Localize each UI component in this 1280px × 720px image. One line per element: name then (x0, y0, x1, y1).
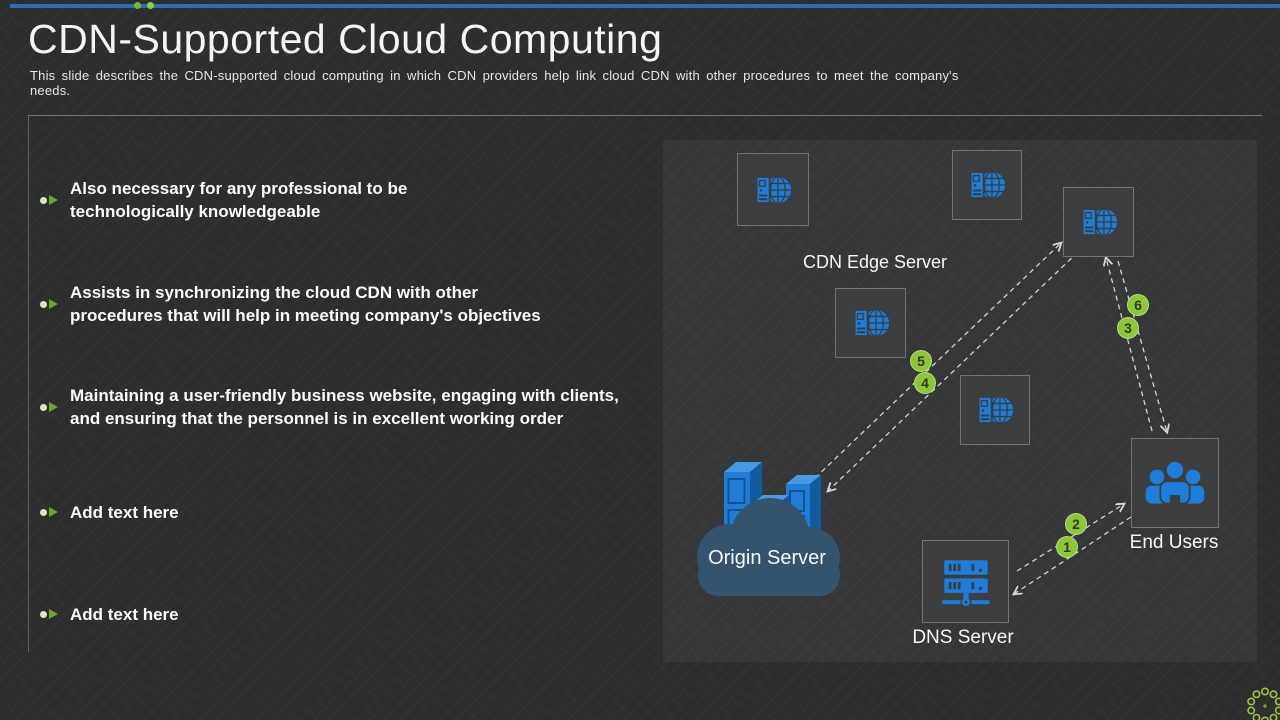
globe-server-icon (964, 162, 1010, 208)
content-frame-hline (28, 115, 1262, 116)
cdn-edge-node (835, 288, 906, 358)
cdn-edge-node (960, 375, 1030, 445)
bullet-marker-icon (40, 402, 70, 412)
cdn-edge-node (737, 153, 809, 226)
step-badge: 4 (914, 372, 936, 394)
accent-dot-icon (147, 2, 154, 9)
bullet-text: Also necessary for any professional to b… (70, 179, 408, 221)
step-badge: 2 (1065, 513, 1087, 535)
bullet-item: Add text here (40, 598, 640, 630)
bullet-marker-icon (40, 299, 70, 309)
top-accent-bar (10, 4, 1280, 8)
step-badge: 3 (1117, 317, 1139, 339)
globe-server-icon (848, 300, 894, 346)
users-group-icon (1144, 457, 1206, 509)
globe-server-icon (972, 387, 1018, 433)
step-badge: 1 (1056, 536, 1078, 558)
dns-server-node (922, 540, 1009, 623)
bullet-text: Add text here (70, 502, 179, 522)
diagram-panel: CDN Edge Server End Users DNS Server (663, 140, 1257, 662)
bullet-item: Assists in synchronizing the cloud CDN w… (40, 276, 640, 332)
bullet-marker-icon (40, 507, 70, 517)
bullet-item: Also necessary for any professional to b… (40, 172, 640, 228)
cdn-edge-node (1063, 187, 1134, 257)
bullet-marker-icon (40, 609, 70, 619)
cdn-edge-node (952, 150, 1022, 220)
decor-dotted-ring-icon (1247, 687, 1280, 720)
bullet-item: Maintaining a user-friendly business web… (40, 379, 640, 435)
origin-server-icon (697, 462, 840, 596)
bullet-item: Add text here (40, 496, 640, 528)
dns-server-icon (937, 553, 995, 611)
bullet-marker-icon (40, 195, 70, 205)
globe-server-icon (750, 167, 796, 213)
page-subtitle: This slide describes the CDN-supported c… (30, 68, 959, 98)
bullet-text: Maintaining a user-friendly business web… (70, 386, 619, 428)
end-users-node (1131, 438, 1219, 528)
page-title: CDN-Supported Cloud Computing (28, 16, 663, 62)
accent-dot-icon (134, 2, 141, 9)
step-badge: 5 (910, 350, 932, 372)
bullet-text: Assists in synchronizing the cloud CDN w… (70, 283, 541, 325)
step-badge: 6 (1127, 294, 1149, 316)
content-frame-vline (28, 115, 29, 652)
end-users-label: End Users (1129, 532, 1219, 553)
origin-server-label: Origin Server (708, 547, 826, 569)
bullet-text: Add text here (70, 604, 179, 624)
globe-server-icon (1076, 199, 1122, 245)
cdn-edge-server-label: CDN Edge Server (802, 252, 948, 272)
dns-server-label: DNS Server (912, 627, 1014, 648)
